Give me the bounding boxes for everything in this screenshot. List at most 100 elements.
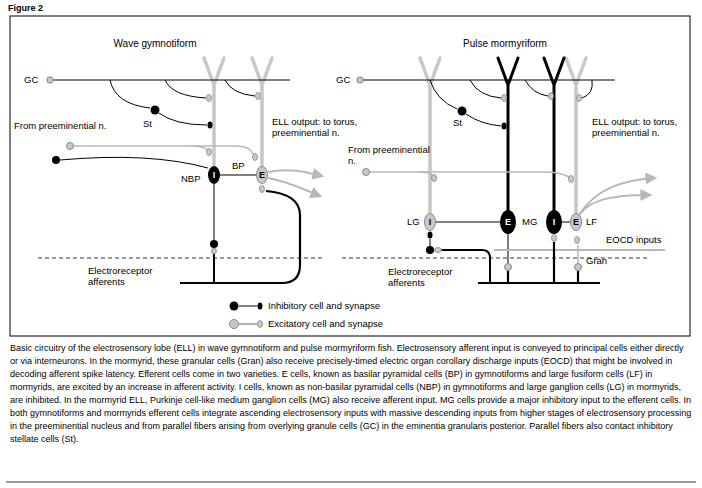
- illustration-path: [478, 282, 600, 284]
- excitatory-dendrites: [204, 58, 586, 213]
- connector: [220, 175, 256, 176]
- preeminential-fibers: [70, 146, 569, 177]
- cell-body: I: [546, 210, 562, 234]
- illustration-circle: [363, 169, 370, 176]
- illustration-circle: [458, 107, 467, 116]
- label: ELL output: to torus, preeminential n.: [592, 116, 684, 139]
- cell-letter: I: [429, 218, 432, 227]
- label: GC: [24, 74, 38, 85]
- label: EOCD inputs: [606, 234, 661, 245]
- illustration-path: [70, 146, 253, 154]
- rule: [6, 482, 696, 483]
- illustration-ellipse: [258, 321, 263, 328]
- illustration-path: [430, 80, 457, 109]
- illustration-path: [214, 184, 215, 240]
- illustration-path: [579, 178, 655, 215]
- illustration-ellipse: [253, 154, 258, 161]
- illustration-circle: [426, 246, 434, 254]
- illustration-circle: [67, 143, 74, 150]
- eocd-fiber: [494, 249, 665, 251]
- legend-sample-excitatory: [230, 320, 263, 329]
- label: St: [143, 118, 152, 129]
- label: Electroreceptor afferents: [388, 266, 476, 289]
- illustration-line: [360, 80, 615, 81]
- illustration-path: [544, 58, 564, 210]
- label: St: [453, 117, 462, 128]
- illustration-path: [525, 80, 548, 96]
- illustration-ellipse: [208, 122, 213, 129]
- illustration-ellipse: [207, 149, 212, 156]
- illustration-path: [252, 58, 272, 166]
- label: From preeminential n.: [348, 144, 432, 167]
- afferent-fibers: [478, 242, 600, 283]
- label: ELL output: to torus, preeminential n.: [272, 116, 364, 139]
- cell-body: I: [424, 213, 436, 231]
- excitatory-synapses: [207, 93, 582, 102]
- illustration-circle: [210, 240, 218, 248]
- legend-text: Excitatory cell and synapse: [268, 318, 383, 329]
- connector: [562, 222, 570, 223]
- legend-sample-inhibitory: [230, 302, 263, 311]
- illustration-path: [577, 245, 579, 263]
- illustration-line: [239, 306, 257, 307]
- illustration-ellipse: [258, 303, 263, 310]
- cell-body: E: [500, 210, 516, 234]
- label: NBP: [181, 173, 201, 184]
- illustration-path: [225, 80, 255, 96]
- illustration-ellipse: [435, 248, 442, 253]
- illustration-ellipse: [212, 248, 217, 254]
- illustration-path: [190, 146, 207, 150]
- illustration-ellipse: [569, 176, 574, 183]
- cell-letter: I: [213, 171, 216, 180]
- label: Electroreceptor afferents: [88, 265, 176, 288]
- mg-dendrites: [498, 58, 564, 210]
- illustration-path: [498, 58, 518, 210]
- cell-body: E: [256, 166, 268, 184]
- illustration-line: [50, 80, 290, 81]
- label: Pulse mormyriform: [435, 38, 575, 50]
- illustration-path: [579, 195, 650, 215]
- illustration-path: [268, 170, 322, 176]
- illustration-line: [239, 323, 257, 325]
- boundary-dashed: [38, 258, 322, 259]
- cell-letter: E: [259, 171, 265, 180]
- illustration-path: [577, 271, 579, 283]
- illustration-circle: [52, 156, 60, 164]
- illustration-path: [159, 113, 207, 125]
- illustration-circle: [151, 106, 160, 115]
- illustration-path: [60, 157, 208, 168]
- legend-text: Inhibitory cell and synapse: [268, 300, 380, 311]
- illustration-circle: [357, 77, 363, 83]
- illustration-circle: [230, 320, 239, 329]
- illustration-ellipse: [432, 175, 437, 182]
- label: LG: [407, 216, 420, 227]
- label: Wave gymnotiform: [85, 38, 225, 50]
- panel-border: [10, 16, 690, 336]
- illustration-circle: [47, 77, 53, 83]
- label: MG: [522, 216, 537, 227]
- illustration-path: [110, 80, 150, 108]
- illustration-ellipse: [552, 235, 557, 242]
- illustration-path: [507, 271, 509, 283]
- illustration-circle: [230, 302, 239, 311]
- illustration-path: [566, 58, 586, 213]
- label: Gran: [586, 255, 607, 266]
- parallel-fibers: [50, 80, 615, 109]
- illustration-ellipse: [256, 93, 261, 100]
- output-arrows: [268, 170, 655, 215]
- illustration-circle: [575, 264, 582, 271]
- illustration-path: [366, 172, 569, 177]
- illustration-path: [418, 172, 432, 175]
- illustration-path: [470, 80, 501, 98]
- illustration-path: [430, 239, 431, 246]
- illustration-ellipse: [260, 186, 265, 193]
- label: BP: [232, 160, 245, 171]
- cell-body: I: [208, 166, 220, 184]
- illustration-path: [268, 178, 320, 196]
- illustration-ellipse: [575, 237, 580, 244]
- illustration-ellipse: [549, 93, 554, 100]
- cell-letter: I: [553, 218, 556, 227]
- label: LF: [586, 216, 597, 227]
- connector: [436, 222, 500, 223]
